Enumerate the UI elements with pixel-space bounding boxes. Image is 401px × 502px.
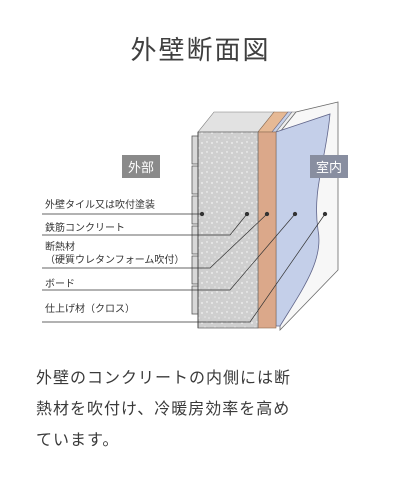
caption: 外壁のコンクリートの内側には断 熱材を吹付け、冷暖房効率を高め ています。: [36, 362, 376, 455]
caption-line2: 熱材を吹付け、冷暖房効率を高め: [36, 399, 291, 418]
insulation-layer: [257, 131, 277, 329]
leader-lines: [42, 211, 328, 323]
callout-insulation: 断熱材 （硬質ウレタンフォーム吹付）: [45, 241, 184, 267]
inside-label: 室内: [310, 155, 349, 178]
page-title: 外壁断面図: [130, 36, 271, 66]
outside-label: 外部: [122, 155, 161, 178]
callout-finish: 仕上げ材（クロス）: [45, 304, 135, 315]
wall-section-diagram: 外部 室内 外壁タイル又は吹付塗装 鉄筋コンクリート 断熱材 （硬質ウレタンフォ…: [40, 100, 370, 340]
callout-insulation-line2: （硬質ウレタンフォーム吹付）: [45, 255, 185, 266]
caption-line1: 外壁のコンクリートの内側には断: [36, 368, 292, 387]
callout-board: ボード: [45, 279, 75, 290]
concrete-layer: [197, 131, 259, 329]
callout-insulation-line1: 断熱材: [45, 242, 75, 253]
caption-line3: ています。: [36, 430, 120, 449]
callout-exterior-tile: 外壁タイル又は吹付塗装: [45, 200, 155, 211]
wall-section-illustration: [42, 101, 339, 331]
callout-concrete: 鉄筋コンクリート: [45, 223, 125, 234]
exterior-tiles: [191, 135, 199, 315]
